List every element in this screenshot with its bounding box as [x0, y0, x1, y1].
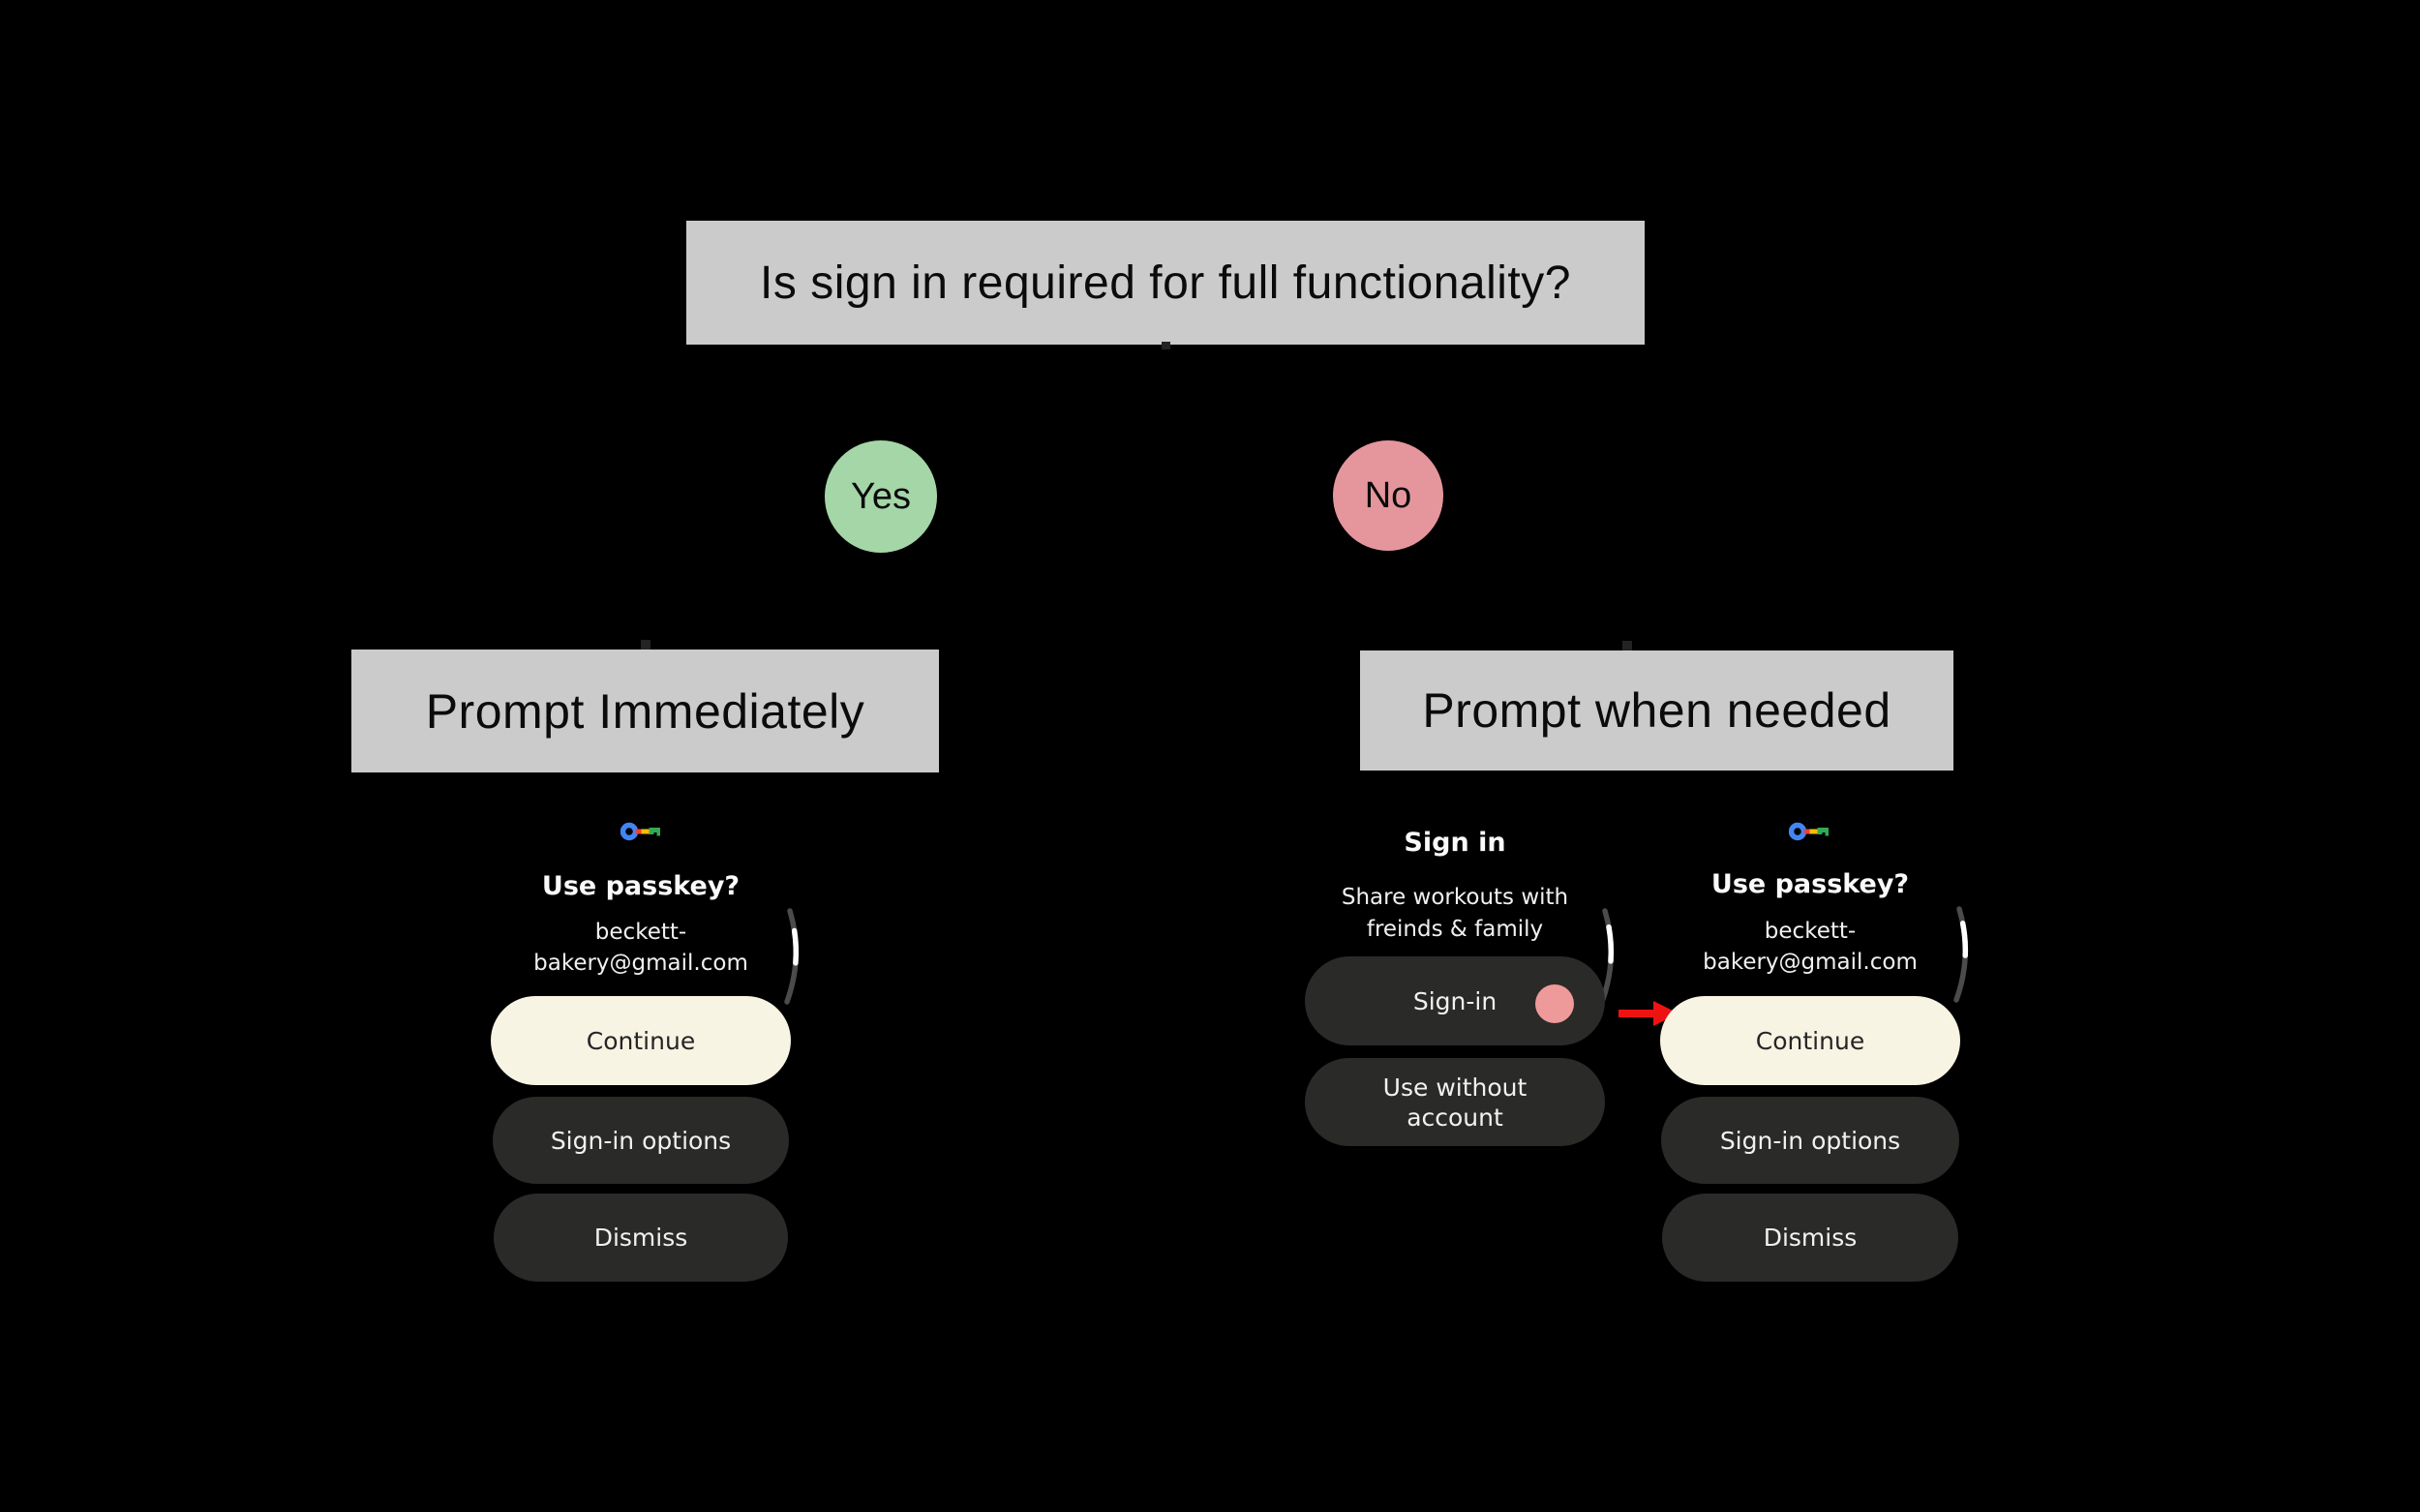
dismiss-button[interactable]: Dismiss: [494, 1194, 788, 1282]
account-email-line2: bakery@gmail.com: [1703, 950, 1918, 975]
signin-button[interactable]: Sign-in: [1305, 956, 1605, 1045]
use-without-account-label: Use without account: [1383, 1073, 1528, 1133]
account-email-line1: beckett-: [594, 920, 687, 945]
question-box: Is sign in required for full functionali…: [686, 221, 1645, 345]
scroll-arc-indicator: [1953, 906, 1968, 1003]
google-passkey-key-icon: [620, 822, 660, 841]
signin-subtitle-line2: freinds & family: [1366, 917, 1544, 942]
connector-tick: [1162, 342, 1170, 349]
connector-tick: [1622, 641, 1632, 650]
signin-options-button[interactable]: Sign-in options: [493, 1097, 789, 1184]
continue-button[interactable]: Continue: [491, 996, 791, 1085]
prompt-immediately-box: Prompt Immediately: [351, 650, 939, 772]
prompt-when-needed-box: Prompt when needed: [1360, 650, 1953, 771]
yes-circle: Yes: [825, 440, 937, 553]
passkey-title: Use passkey?: [1710, 869, 1910, 899]
google-passkey-key-icon: [1789, 822, 1829, 841]
connector-tick: [641, 640, 650, 650]
account-email-line1: beckett-: [1764, 919, 1857, 944]
use-without-line1: Use without: [1382, 1073, 1528, 1102]
scroll-arc-indicator: [1599, 908, 1614, 1005]
account-email-line2: bakery@gmail.com: [533, 951, 748, 976]
pink-tap-dot: [1535, 984, 1574, 1023]
scroll-arc-indicator: [784, 908, 799, 1005]
signin-subtitle: Share workouts with freinds & family: [1300, 882, 1610, 946]
account-email: beckett- bakery@gmail.com: [467, 917, 815, 979]
red-arrow-right-icon: [1618, 1001, 1679, 1026]
signin-options-button[interactable]: Sign-in options: [1661, 1097, 1959, 1184]
dismiss-button[interactable]: Dismiss: [1662, 1194, 1958, 1282]
continue-button[interactable]: Continue: [1660, 996, 1960, 1085]
signin-button-label: Sign-in: [1412, 986, 1497, 1015]
passkey-title: Use passkey?: [541, 871, 741, 901]
use-without-line2: account: [1407, 1103, 1503, 1132]
account-email: beckett- bakery@gmail.com: [1636, 916, 1984, 978]
no-circle: No: [1333, 440, 1443, 551]
signin-subtitle-line1: Share workouts with: [1341, 885, 1569, 910]
use-without-account-button[interactable]: Use without account: [1305, 1058, 1605, 1146]
signin-title: Sign in: [1404, 828, 1506, 858]
